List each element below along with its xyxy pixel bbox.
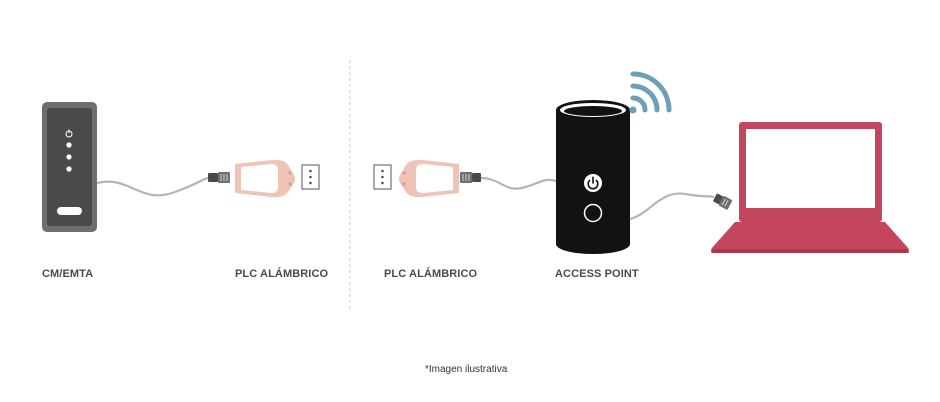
access-point-label: ACCESS POINT — [555, 268, 639, 280]
cable-plc-to-access-point — [480, 176, 559, 190]
plc-right-label: PLC ALÁMBRICO — [384, 268, 478, 280]
laptop-icon — [711, 122, 909, 253]
cable-modem-icon — [42, 102, 97, 232]
ethernet-plug-icon — [713, 193, 733, 210]
ethernet-plug-icon — [208, 172, 230, 183]
wall-outlet-icon — [301, 164, 320, 190]
wall-outlet-icon — [373, 164, 392, 190]
plc-adapter-icon — [399, 159, 459, 198]
plc-left-label: PLC ALÁMBRICO — [235, 268, 329, 280]
plc-adapter-icon — [235, 159, 295, 198]
cable-modem-to-plc — [96, 176, 215, 197]
ap-status-ring — [583, 203, 603, 223]
cm-emta-label: CM/EMTA — [42, 268, 94, 280]
ethernet-plug-icon — [460, 172, 481, 183]
power-icon — [584, 174, 602, 192]
access-point-icon — [556, 100, 630, 254]
cable-access-point-to-laptop — [629, 192, 715, 221]
illustrative-footnote: *Imagen ilustrativa — [425, 364, 508, 375]
wifi-signal-icon — [629, 71, 672, 114]
